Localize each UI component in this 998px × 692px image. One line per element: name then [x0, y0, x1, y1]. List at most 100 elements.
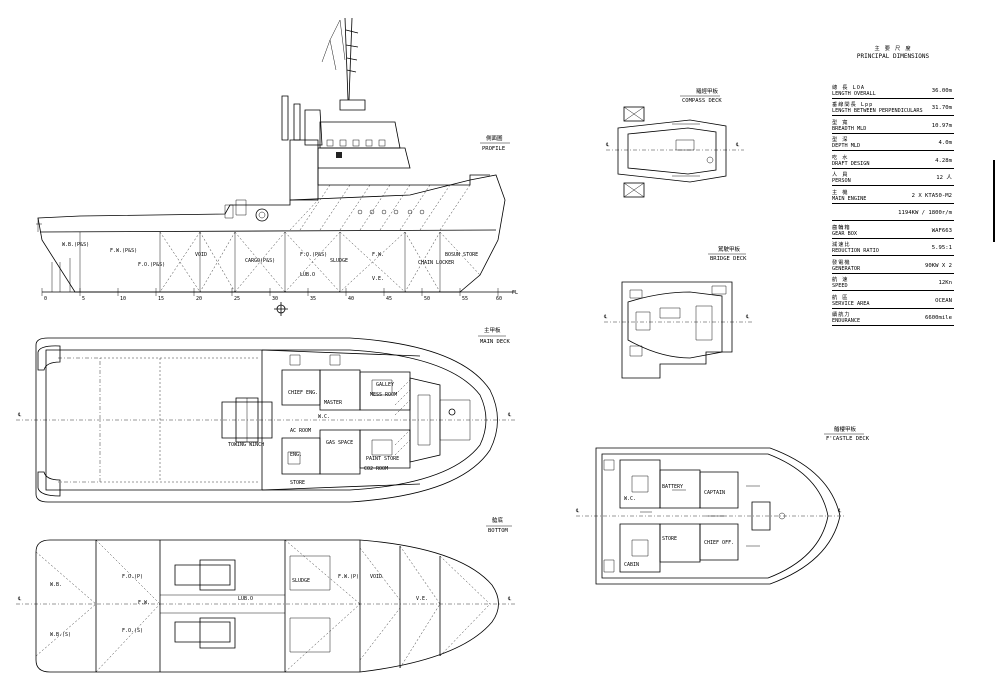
- profile-tank-label: F.W.: [372, 252, 384, 258]
- dims-key-cn: 齒輪箱: [832, 224, 851, 231]
- profile-title-cn: 側面圖: [486, 134, 503, 142]
- centerline-mark: ℄: [575, 508, 580, 514]
- dims-value: 5.95:1: [931, 245, 952, 251]
- dims-key-cn: 續航力: [832, 312, 851, 318]
- main-deck-label: GAS SPACE: [326, 440, 353, 446]
- dims-key-cn: 型 深: [832, 137, 849, 143]
- profile-tank-label: CARGO(P&S): [245, 258, 275, 264]
- dims-title-cn: 主 要 尺 度: [874, 46, 912, 52]
- dims-key-cn: 型 寬: [832, 119, 849, 126]
- bottom-tank-label: F.W.: [138, 600, 150, 606]
- dims-key-en: REDUCTION RATIO: [832, 248, 879, 254]
- bottom-tank-label: F.O.(P): [122, 574, 143, 580]
- centerline-mark: ℄: [507, 412, 512, 418]
- frame-number: 25: [234, 296, 240, 302]
- dims-row: 1194KW / 1800r/m: [832, 204, 954, 221]
- profile-tank-label: F.W.(P&S): [110, 248, 137, 254]
- frame-number: 0: [44, 296, 47, 302]
- dims-title-en: PRINCIPAL DIMENSIONS: [856, 53, 930, 60]
- frame-number: 20: [196, 296, 202, 302]
- dims-key-en: GENERATOR: [832, 265, 861, 272]
- dims-key-cn: 總 長 LOA: [832, 84, 865, 91]
- bottom-tank-label: F.O.(S): [122, 628, 143, 634]
- profile-tank-label: VOID: [195, 252, 207, 258]
- frame-number: 45: [386, 296, 392, 302]
- fcastle-label: W.C.: [624, 496, 636, 502]
- main-deck-label: GALLEY: [376, 382, 394, 388]
- centerline-mark: ℄: [735, 142, 740, 148]
- dims-key-en: GEAR BOX: [832, 230, 857, 237]
- fcastle-title-cn: 艏樓甲板: [834, 425, 857, 433]
- frame-number: 5: [82, 296, 85, 302]
- bottom-title-en: BOTTOM: [488, 528, 509, 534]
- dims-key-en: PERSON: [832, 178, 851, 184]
- frame-number: 50: [424, 296, 430, 302]
- bottom-tank-label: F.W.(P): [338, 574, 359, 580]
- dims-key-en: LENGTH OVERALL: [832, 90, 876, 97]
- compass-title-en: COMPASS DECK: [682, 98, 722, 104]
- frame-number: 30: [272, 296, 278, 302]
- dims-key-cn: 航 區: [832, 294, 849, 301]
- dims-key-cn: 減速比: [832, 242, 851, 248]
- frame-number: 15: [158, 296, 164, 302]
- fcastle-label: CHIEF OFF.: [704, 540, 734, 546]
- main-deck-label: CO2 ROOM: [364, 466, 388, 472]
- frame-number: 55: [462, 296, 468, 302]
- fcastle-label: CAPTAIN: [704, 490, 725, 496]
- dims-value: 10.97m: [931, 122, 952, 129]
- profile-tank-label: LUB.O: [300, 272, 315, 278]
- dims-value: 4.0m: [938, 140, 952, 146]
- dims-key-en: SERVICE AREA: [832, 300, 870, 307]
- bottom-tank-label: VOID: [370, 574, 382, 580]
- dims-value: 2 X KTA50-M2: [911, 192, 952, 199]
- bottom-title-cn: 艙底: [492, 516, 504, 524]
- bottom-tank-label: V.E.: [416, 596, 428, 602]
- page-edge-mark: [993, 160, 995, 242]
- dims-key-cn: 人 員: [832, 172, 849, 178]
- profile-tank-label: W.B.(P&S): [62, 242, 89, 248]
- main-deck-label: W.C.: [318, 414, 330, 420]
- profile-tank-label: F.O.(P&S): [300, 252, 327, 258]
- bottom-tank-label: LUB.O: [238, 596, 253, 602]
- dims-value: 1194KW / 1800r/m: [898, 210, 952, 216]
- dims-value: WAF663: [931, 227, 952, 234]
- centerline-mark: ℄: [17, 412, 22, 418]
- portholes: [357, 209, 425, 215]
- dims-value: 36.00m: [931, 87, 952, 94]
- dims-key-cn: 發電機: [832, 259, 851, 266]
- dims-key-en: DEPTH MLD: [832, 143, 861, 149]
- frame-number: 40: [348, 296, 354, 302]
- dims-key-cn: 航 速: [832, 277, 849, 283]
- bottom-tank-label: W.B.: [50, 582, 62, 588]
- centerline-mark: ℄: [507, 596, 512, 602]
- main-deck-view: ℄ ℄ GALLEY MESS ROOM TOWING WINCH STORE …: [16, 326, 515, 503]
- dims-key-en: BREADTH MLD: [832, 125, 867, 132]
- compass-deck-view: ℄ ℄ 羅經甲板 COMPASS DECK: [605, 87, 744, 198]
- dims-key-en: ENDURANCE: [832, 318, 861, 324]
- fcastle-label: STORE: [662, 536, 677, 542]
- main-deck-label: TOWING WINCH: [228, 442, 264, 448]
- main-deck-title-en: MAIN DECK: [480, 339, 510, 345]
- profile-view: W.B.(P&S) F.W.(P&S) F.O.(P&S) VOID CARGO…: [36, 17, 518, 316]
- main-deck-label: AC ROOM: [290, 428, 311, 434]
- frame-number: 10: [120, 296, 126, 302]
- main-deck-label: ENG.: [290, 452, 302, 458]
- wheelhouse-windows: [326, 139, 386, 158]
- main-deck-label: CHIEF ENG.: [288, 390, 318, 396]
- fcastle-title-en: F'CASTLE DECK: [826, 436, 870, 442]
- fcastle-deck-view: ℄ ℄ CAPTAIN CHIEF OFF. BATTERY STORE W.C…: [575, 425, 870, 585]
- centerline-mark: ℄: [837, 508, 842, 514]
- bridge-title-cn: 駕駛甲板: [718, 245, 741, 253]
- bridge-title-en: BRIDGE DECK: [710, 256, 747, 262]
- dims-key-en: MAIN ENGINE: [832, 195, 867, 202]
- bottom-tank-label: SLUDGE: [292, 578, 310, 584]
